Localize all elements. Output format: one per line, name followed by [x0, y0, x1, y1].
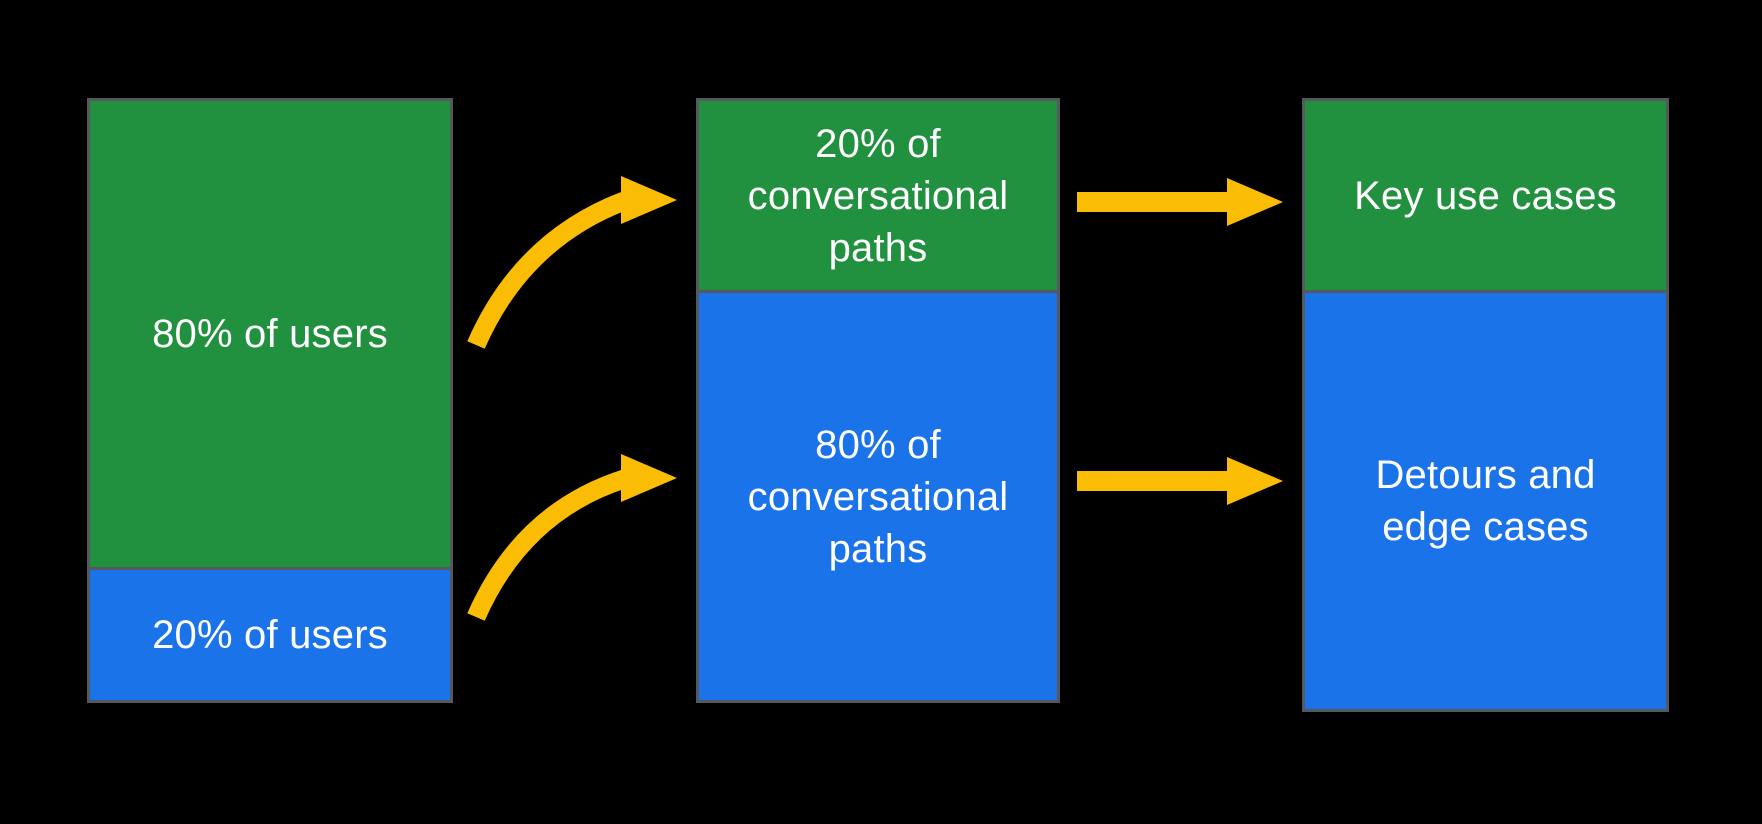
curved-arrow-users20-to-paths80-icon — [467, 454, 677, 621]
paths-green-segment: 20% of conversational paths — [699, 101, 1057, 290]
outcomes-green-label: Key use cases — [1354, 173, 1617, 218]
curved-arrow-users80-to-paths20-icon — [467, 176, 677, 349]
users-green-segment: 80% of users — [90, 101, 450, 567]
straight-arrow-paths20-to-keyusecases-icon — [1077, 178, 1283, 226]
users-green-label: 80% of users — [152, 312, 388, 356]
paths-green-label: 20% of conversational paths — [747, 121, 1009, 270]
straight-arrow-paths80-to-detours-icon — [1077, 457, 1283, 505]
paths-blue-label: 80% of conversational paths — [747, 422, 1009, 571]
paths-blue-segment: 80% of conversational paths — [699, 290, 1057, 700]
column-outcomes: Key use cases Detours and edge cases — [1302, 98, 1669, 712]
column-conversational-paths: 20% of conversational paths 80% of conve… — [696, 98, 1060, 703]
users-blue-segment: 20% of users — [90, 567, 450, 700]
outcomes-blue-label: Detours and edge cases — [1375, 453, 1596, 549]
users-blue-label: 20% of users — [152, 613, 388, 657]
outcomes-green-segment: Key use cases — [1305, 101, 1666, 290]
outcomes-blue-segment: Detours and edge cases — [1305, 290, 1666, 709]
column-users: 80% of users 20% of users — [87, 98, 453, 703]
